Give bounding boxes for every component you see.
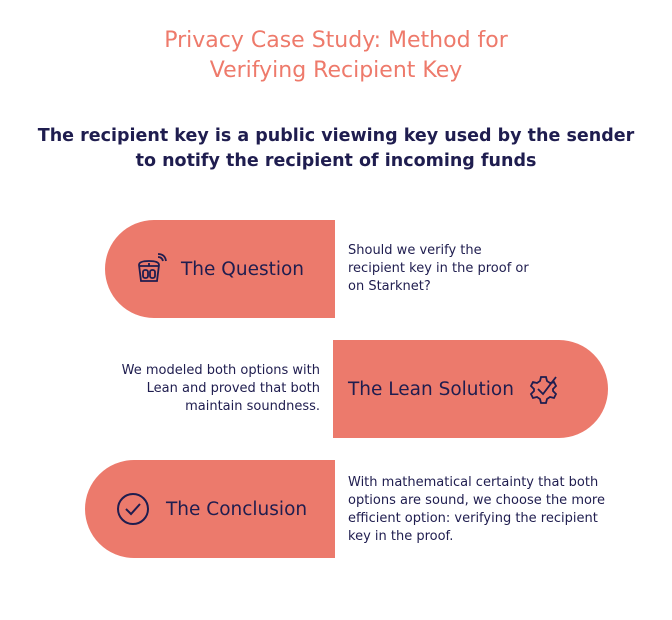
page-title: Privacy Case Study: Method for Verifying… [0,26,672,86]
title-line-1: Privacy Case Study: Method for [164,28,508,53]
step-description: We modeled both options with Lean and pr… [122,362,320,416]
desc-line: on Starknet? [348,279,431,294]
desc-line: Should we verify the [348,243,482,258]
desc-line: With mathematical certainty that both [348,475,599,490]
gear-check-icon [529,376,558,404]
step-lean-solution: The Lean Solution [333,340,608,438]
step-description: With mathematical certainty that both op… [348,474,605,546]
step-label: The Conclusion [166,498,308,520]
subtitle: The recipient key is a public viewing ke… [0,124,672,174]
step-question: The Question [105,220,335,318]
desc-line: recipient key in the proof or [348,261,529,276]
desc-line: We modeled both options with [121,363,320,378]
step-description: Should we verify the recipient key in th… [348,242,529,296]
scale-wifi-icon [138,253,167,282]
title-line-2: Verifying Recipient Key [209,58,463,83]
subtitle-line-2: to notify the recipient of incoming fund… [135,151,537,171]
step-label: The Lean Solution [348,378,514,400]
desc-line: maintain soundness. [185,399,320,414]
step-conclusion: The Conclusion [85,460,335,558]
check-circle-icon [117,493,149,525]
desc-line: key in the proof. [348,529,454,544]
desc-line: options are sound, we choose the more [348,493,605,508]
desc-line: efficient option: verifying the recipien… [348,511,598,526]
subtitle-line-1: The recipient key is a public viewing ke… [37,126,635,146]
desc-line: Lean and proved that both [146,381,320,396]
step-label: The Question [181,258,305,280]
